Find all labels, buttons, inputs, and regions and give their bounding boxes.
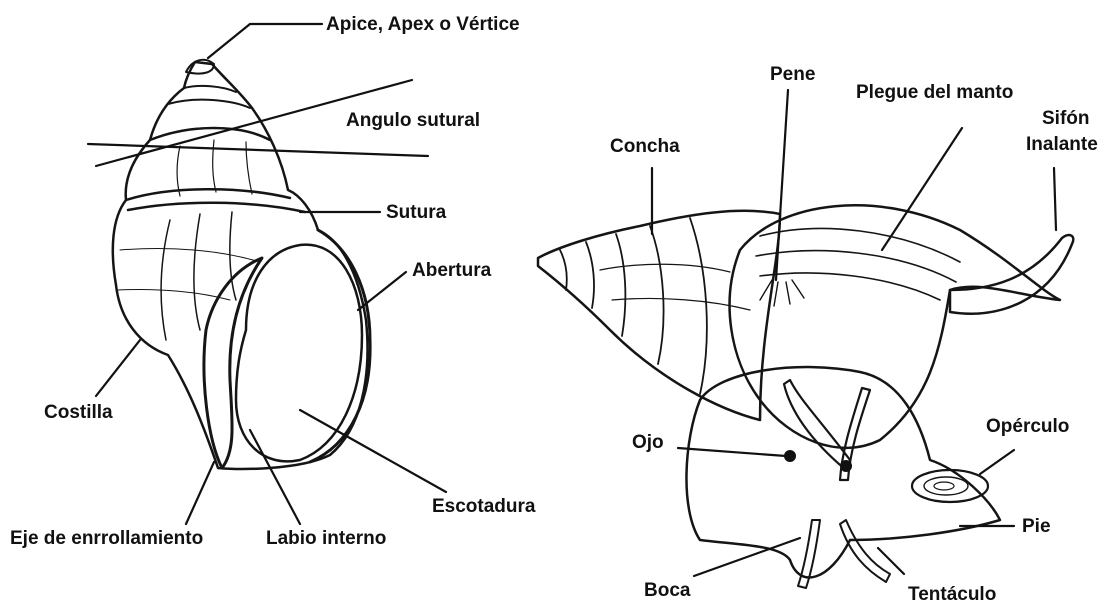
label-inner-lip: Labio interno	[266, 528, 386, 549]
operculum-leader	[980, 450, 1014, 474]
mouth-leader	[694, 538, 800, 576]
label-aperture: Abertura	[412, 260, 492, 281]
notch-leader	[300, 410, 446, 492]
label-sutural-angle: Angulo sutural	[346, 110, 480, 131]
snail-leader-lines	[652, 90, 1056, 576]
label-mantle-fold: Plegue del manto	[856, 82, 1013, 103]
apex-leader	[208, 24, 322, 58]
label-tentacle: Tentáculo	[908, 584, 996, 605]
rib-leader	[96, 340, 140, 396]
tentacle-leader	[878, 548, 904, 574]
label-penis: Pene	[770, 64, 815, 85]
label-apex: Apice, Apex o Vértice	[326, 14, 520, 35]
label-siphon-line1: Sifón	[1042, 108, 1090, 129]
label-notch: Escotadura	[432, 496, 536, 517]
mantle-fold-leader	[882, 128, 962, 250]
label-rib: Costilla	[44, 402, 113, 423]
shell-illustration	[113, 60, 370, 469]
label-siphon-line2: Inalante	[1026, 134, 1098, 155]
label-mouth: Boca	[644, 580, 691, 601]
eye-leader	[678, 448, 786, 456]
label-foot: Pie	[1022, 516, 1051, 537]
snail-eye-right	[840, 460, 852, 472]
aperture-leader	[358, 272, 406, 310]
shell-leader-lines	[88, 24, 446, 524]
label-suture: Sutura	[386, 202, 447, 223]
siphon-leader	[1054, 168, 1056, 230]
inner-lip-leader	[250, 430, 300, 524]
snail-illustration	[538, 205, 1073, 588]
label-coiling-axis: Eje de enrrollamiento	[10, 528, 203, 549]
label-operculum: Opérculo	[986, 416, 1069, 437]
snail-labels: Pene Plegue del manto Sifón Inalante Con…	[610, 64, 1098, 605]
label-eye: Ojo	[632, 432, 664, 453]
coiling-axis-leader	[186, 462, 214, 524]
label-shell: Concha	[610, 136, 680, 157]
